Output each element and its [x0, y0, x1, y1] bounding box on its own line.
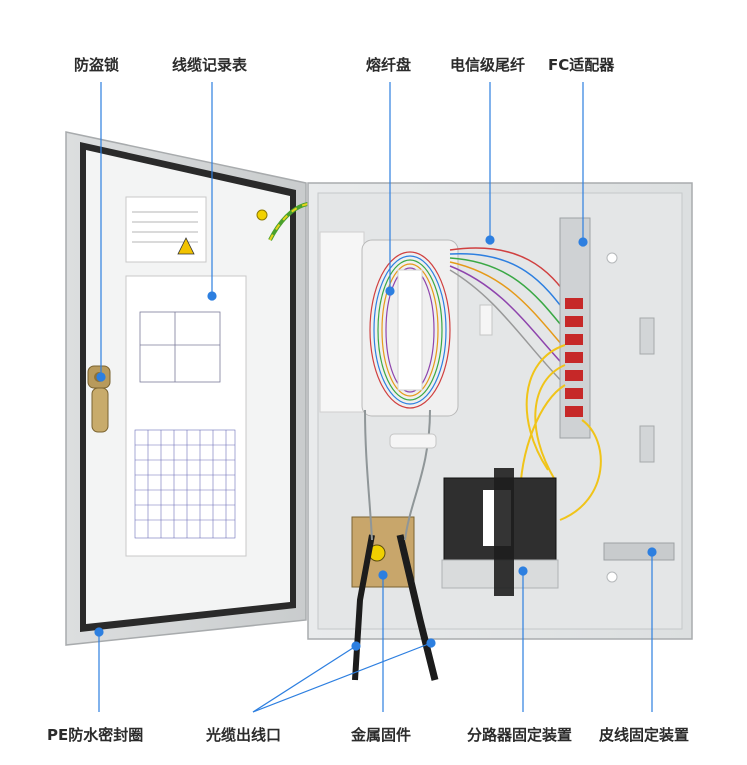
- fiber-cable-2: [396, 534, 439, 681]
- tray-holder: [319, 231, 365, 413]
- label-fc-adapter: FC适配器: [548, 56, 615, 74]
- label-anti-theft-lock: 防盗锁: [74, 56, 120, 74]
- label-splice-tray: 熔纤盘: [366, 56, 412, 74]
- callout-lines: [94, 82, 657, 713]
- label-cable-exit: 光缆出线口: [206, 726, 282, 744]
- fiber-loops: [369, 251, 451, 409]
- fiber-cable-1: [352, 534, 375, 681]
- warning-triangle-icon: [177, 237, 195, 255]
- cabinet-door: [65, 131, 332, 646]
- label-card: [125, 196, 207, 263]
- label-cable-record-sheet: 线缆记录表: [172, 56, 248, 74]
- fc-adapters: [565, 298, 583, 417]
- cabinet-body: [307, 182, 693, 681]
- fc-adapter-panel: [559, 217, 591, 439]
- label-pe-seal-ring: PE防水密封圈: [47, 726, 144, 744]
- label-telecom-pigtail: 电信级尾纤: [450, 56, 526, 74]
- record-table-grid: [134, 429, 236, 539]
- label-splitter-mount: 分路器固定装置: [467, 726, 573, 744]
- label-metal-fixture: 金属固件: [351, 726, 412, 744]
- cable-record-sheet: [125, 275, 247, 557]
- label-drop-cable-mount: 皮线固定装置: [599, 726, 690, 744]
- drop-cable-mount: [603, 542, 675, 561]
- yellow-drop-cables: [519, 344, 602, 521]
